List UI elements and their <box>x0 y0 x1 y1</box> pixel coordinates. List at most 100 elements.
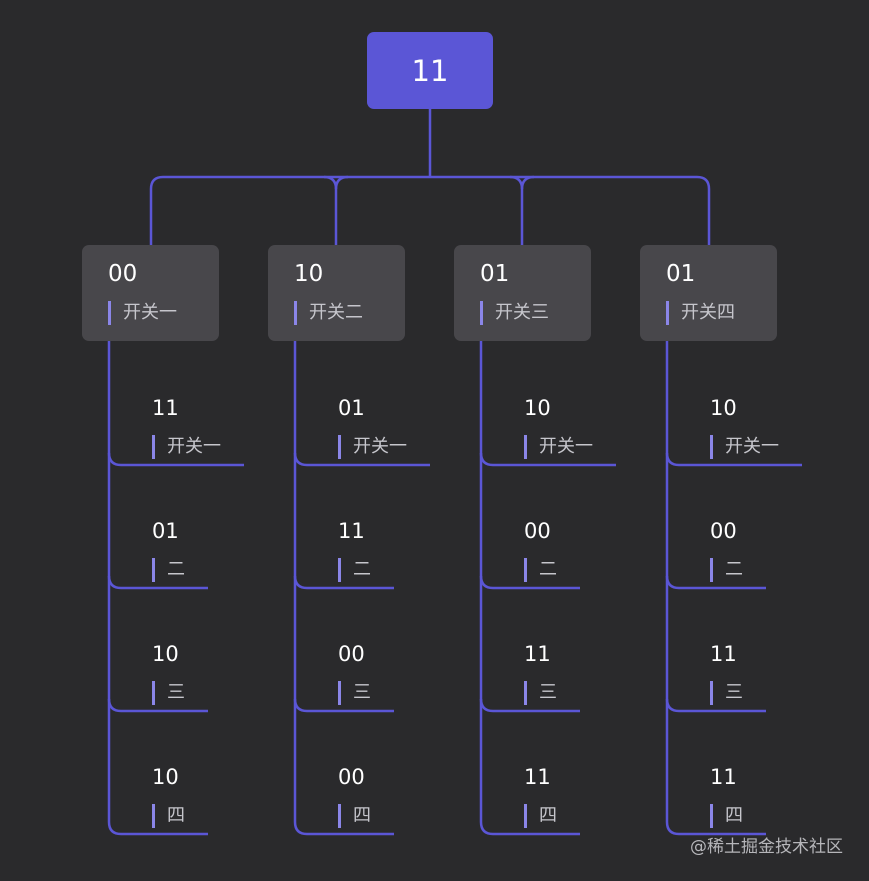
label-bar <box>108 301 111 325</box>
bus-connector <box>149 175 711 245</box>
leaf-connector <box>293 698 394 713</box>
child-node-label-row: 四 <box>338 804 371 828</box>
child-node-label: 三 <box>167 682 185 703</box>
leaf-connector <box>479 698 580 713</box>
switch-card-label: 开关四 <box>681 302 735 323</box>
root-node-value: 11 <box>411 53 449 88</box>
child-node-label-row: 二 <box>338 558 371 582</box>
label-bar <box>152 804 155 828</box>
leaf-connector <box>479 575 580 590</box>
label-bar <box>710 558 713 582</box>
child-node[interactable]: 11 三 <box>524 641 557 705</box>
switch-card-value: 10 <box>294 261 324 287</box>
child-node-label: 二 <box>725 559 743 580</box>
child-node-value: 11 <box>338 519 365 543</box>
switch-card-2[interactable]: 10 开关二 <box>268 245 405 341</box>
child-node-label: 四 <box>725 805 743 826</box>
child-node[interactable]: 11 开关一 <box>152 395 221 459</box>
child-node-label-row: 三 <box>710 681 743 705</box>
child-node[interactable]: 10 开关一 <box>524 395 593 459</box>
child-node-value: 00 <box>338 642 365 666</box>
child-node-label: 四 <box>539 805 557 826</box>
child-node-value: 10 <box>152 765 179 789</box>
label-bar <box>524 435 527 459</box>
switch-card-4[interactable]: 01 开关四 <box>640 245 777 341</box>
label-bar <box>338 804 341 828</box>
label-bar <box>152 435 155 459</box>
child-node-label-row: 二 <box>710 558 743 582</box>
child-node[interactable]: 10 四 <box>152 764 185 828</box>
child-node-value: 11 <box>710 642 737 666</box>
child-node-label: 开关一 <box>353 436 407 457</box>
label-bar <box>666 301 669 325</box>
child-node-label: 开关一 <box>539 436 593 457</box>
child-node-label-row: 四 <box>524 804 557 828</box>
root-node[interactable]: 11 <box>367 32 493 109</box>
label-bar <box>710 681 713 705</box>
branch-connector <box>323 175 338 245</box>
child-node[interactable]: 01 二 <box>152 518 185 582</box>
child-node-value: 11 <box>524 642 551 666</box>
child-node-label-row: 开关一 <box>338 435 407 459</box>
switch-card-label: 开关一 <box>123 302 177 323</box>
child-node-label-row: 四 <box>152 804 185 828</box>
child-node-label-row: 三 <box>152 681 185 705</box>
label-bar <box>338 681 341 705</box>
leaf-connector <box>665 821 766 836</box>
leaf-connector <box>479 452 616 467</box>
label-bar <box>480 301 483 325</box>
child-node-label-row: 开关一 <box>152 435 221 459</box>
leaf-connector <box>293 821 394 836</box>
leaf-connector <box>107 821 208 836</box>
label-bar <box>338 435 341 459</box>
child-node-label: 开关一 <box>725 436 779 457</box>
label-bar <box>710 435 713 459</box>
child-node-label-row: 三 <box>524 681 557 705</box>
child-node-value: 10 <box>524 396 551 420</box>
leaf-connector <box>293 575 394 590</box>
leaf-connector <box>665 698 766 713</box>
child-node-label-row: 四 <box>710 804 743 828</box>
label-bar <box>524 804 527 828</box>
child-node-value: 01 <box>152 519 179 543</box>
child-node-label-row: 二 <box>152 558 185 582</box>
label-bar <box>152 681 155 705</box>
child-node-label: 开关一 <box>167 436 221 457</box>
child-node-value: 10 <box>710 396 737 420</box>
child-node-label: 三 <box>353 682 371 703</box>
switch-card-value: 01 <box>666 261 696 287</box>
label-bar <box>338 558 341 582</box>
child-node-label-row: 二 <box>524 558 557 582</box>
child-node-label-row: 开关一 <box>524 435 593 459</box>
switch-card-label-row: 开关四 <box>666 301 777 325</box>
switch-card-label-row: 开关二 <box>294 301 405 325</box>
child-node[interactable]: 10 开关一 <box>710 395 779 459</box>
watermark-text: @稀土掘金技术社区 <box>690 837 843 857</box>
child-node-label-row: 三 <box>338 681 371 705</box>
leaf-connector <box>107 452 244 467</box>
branch-connector <box>520 175 535 190</box>
label-bar <box>710 804 713 828</box>
child-node-label: 三 <box>539 682 557 703</box>
child-node[interactable]: 11 三 <box>710 641 743 705</box>
child-node[interactable]: 11 二 <box>338 518 371 582</box>
child-node-label: 四 <box>167 805 185 826</box>
leaf-connector <box>665 575 766 590</box>
child-node-value: 11 <box>152 396 179 420</box>
child-node[interactable]: 00 三 <box>338 641 371 705</box>
leaf-connector <box>665 452 802 467</box>
leaf-connector <box>107 698 208 713</box>
leaf-connector <box>107 575 208 590</box>
child-node-label-row: 开关一 <box>710 435 779 459</box>
